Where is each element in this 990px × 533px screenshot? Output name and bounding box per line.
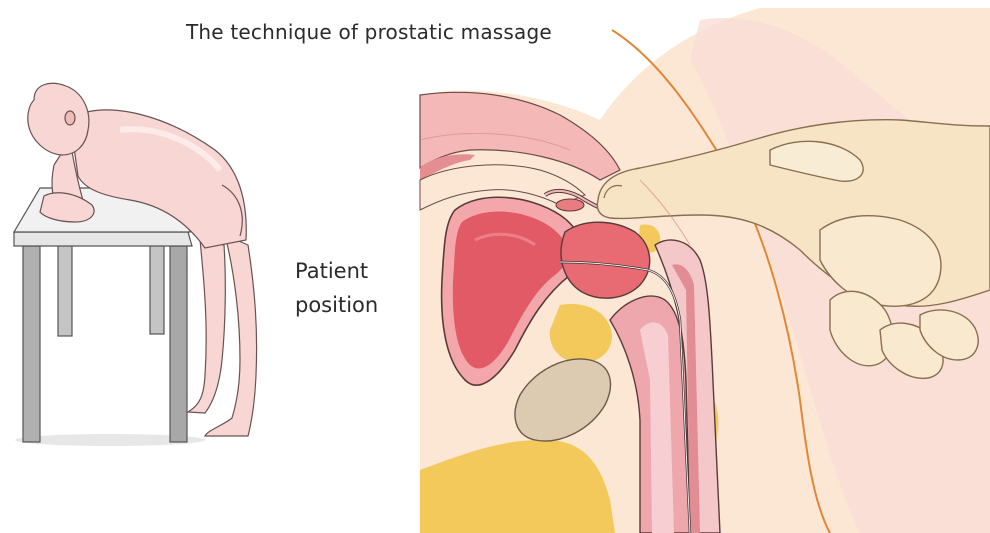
patient-position-label-line1: Patient (295, 259, 368, 283)
figure-title: The technique of prostatic massage (186, 20, 552, 44)
patient-position-label-line2: position (295, 293, 378, 317)
table (14, 188, 192, 442)
cross-section-figure (420, 8, 990, 533)
patient-position-figure (14, 83, 257, 446)
prostate (561, 222, 650, 298)
